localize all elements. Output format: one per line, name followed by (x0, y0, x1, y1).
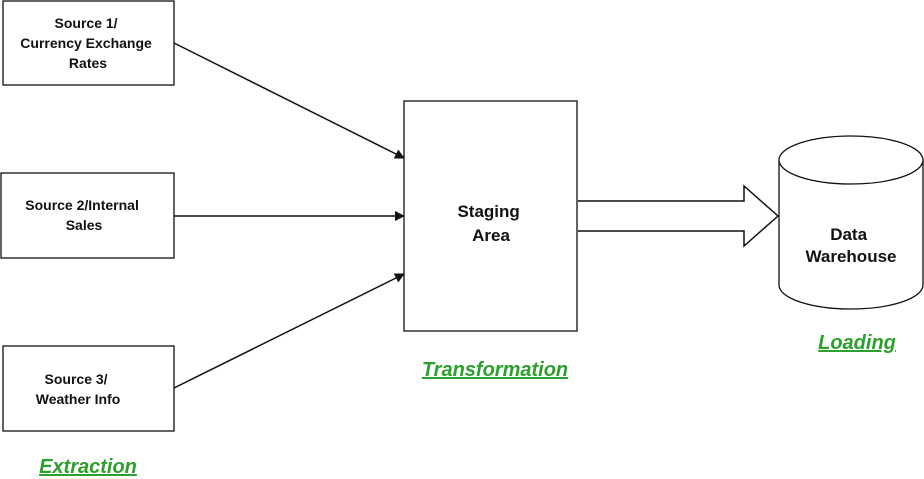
source-2-line-1: Source 2/Internal (25, 197, 139, 213)
block-arrow-staging-to-warehouse (578, 184, 780, 248)
phase-extraction-label: Extraction (39, 456, 137, 478)
staging-line-1: Staging (457, 202, 519, 221)
warehouse-line-2: Warehouse (805, 247, 896, 266)
phase-transformation-label: Transformation (422, 359, 568, 381)
source-2-line-2: Sales (66, 217, 103, 233)
warehouse-line-1: Data (830, 225, 867, 244)
arrow-source-1-to-staging (173, 42, 405, 159)
svg-text:Source 1/ Currency Excha: Source 1/ Currency Exchange Rates (20, 15, 155, 71)
source-1-line-1: Source 1/ (55, 15, 118, 31)
source-3-node: Source 3/ Weather Info (2, 345, 175, 432)
source-3-line-1: Source 3/ (45, 371, 108, 387)
staging-area-node: Staging Area (403, 100, 578, 332)
svg-text:Source 2/Internal Sales: Source 2/Internal Sales (25, 197, 142, 233)
svg-text:Source 3/ Weather Info: Source 3/ Weather Info (36, 371, 121, 407)
staging-line-2: Area (472, 226, 510, 245)
arrow-source-3-to-staging (173, 273, 405, 389)
source-1-line-2: Currency Exchange (20, 35, 152, 51)
svg-text:Staging Area: Staging Area (457, 202, 524, 245)
source-3-line-2: Weather Info (36, 391, 121, 407)
source-1-node: Source 1/ Currency Exchange Rates (2, 0, 175, 86)
source-1-line-3: Rates (69, 55, 107, 71)
phase-loading-label: Loading (818, 332, 896, 354)
svg-text:Data Warehouse: Data Warehouse (805, 225, 896, 266)
data-warehouse-node: Data Warehouse (778, 135, 924, 310)
source-2-node: Source 2/Internal Sales (0, 172, 175, 259)
